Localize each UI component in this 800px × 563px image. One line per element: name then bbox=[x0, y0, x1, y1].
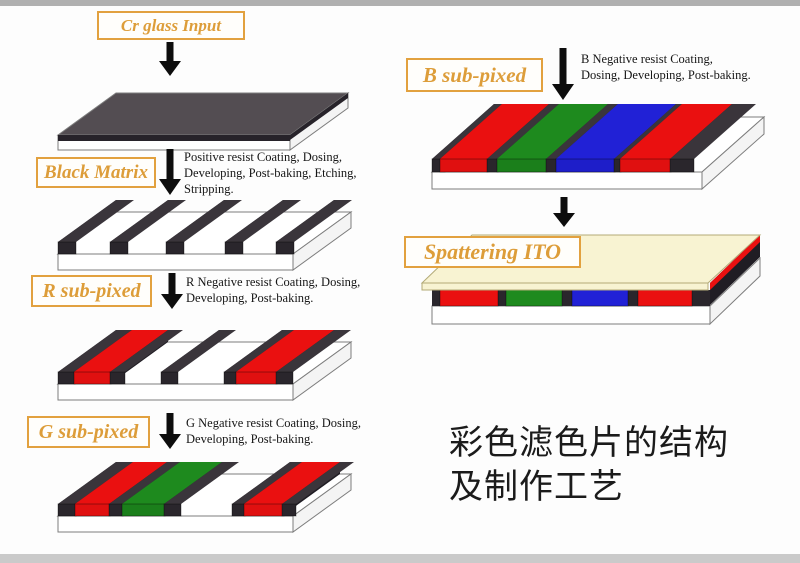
flow-box-g-subpixel: G sub-pixed bbox=[27, 416, 150, 448]
illustration-g-subpixel bbox=[48, 461, 358, 541]
flow-box-label: B sub-pixed bbox=[422, 62, 527, 87]
flow-box-label: R sub-pixed bbox=[42, 279, 141, 302]
process-text-r-subpixel: R Negative resist Coating, Dosing, Devel… bbox=[186, 275, 361, 305]
flow-box-label: Spattering ITO bbox=[423, 239, 562, 264]
down-arrow-icon bbox=[553, 197, 575, 232]
top-border bbox=[0, 0, 800, 6]
bottom-border bbox=[0, 554, 800, 563]
flow-box-black-matrix: Black Matrix bbox=[36, 157, 156, 188]
process-text-black-matrix: Positive resist Coating, Dosing, Develop… bbox=[184, 150, 357, 196]
down-arrow-icon bbox=[159, 149, 181, 200]
flow-box-b-subpixel: B sub-pixed bbox=[406, 58, 543, 92]
process-text-b-subpixel: B Negative resist Coating, Dosing, Devel… bbox=[581, 52, 751, 82]
flow-box-label: Cr glass Input bbox=[120, 15, 222, 35]
down-arrow-icon bbox=[159, 413, 181, 454]
flow-box-label: Black Matrix bbox=[44, 161, 148, 183]
flow-box-spattering-ito: Spattering ITO bbox=[404, 236, 581, 268]
flow-box-label: G sub-pixed bbox=[38, 420, 139, 443]
illustration-cr-coated-glass bbox=[48, 80, 358, 163]
down-arrow-icon bbox=[552, 48, 574, 105]
illustration-black-matrix bbox=[48, 199, 358, 279]
page-title-line2: 及制作工艺 bbox=[449, 469, 624, 506]
flow-box-cr-glass-input: Cr glass Input bbox=[97, 11, 245, 40]
page-title: 彩色滤色片的结构 及制作工艺 bbox=[449, 422, 779, 510]
down-arrow-icon bbox=[161, 273, 183, 314]
illustration-r-subpixel bbox=[48, 329, 358, 409]
page-title-line1: 彩色滤色片的结构 bbox=[449, 425, 729, 462]
illustration-b-subpixel bbox=[424, 102, 784, 199]
flow-box-r-subpixel: R sub-pixed bbox=[31, 275, 152, 307]
down-arrow-icon bbox=[159, 42, 181, 81]
process-text-g-subpixel: G Negative resist Coating, Dosing, Devel… bbox=[186, 416, 361, 446]
